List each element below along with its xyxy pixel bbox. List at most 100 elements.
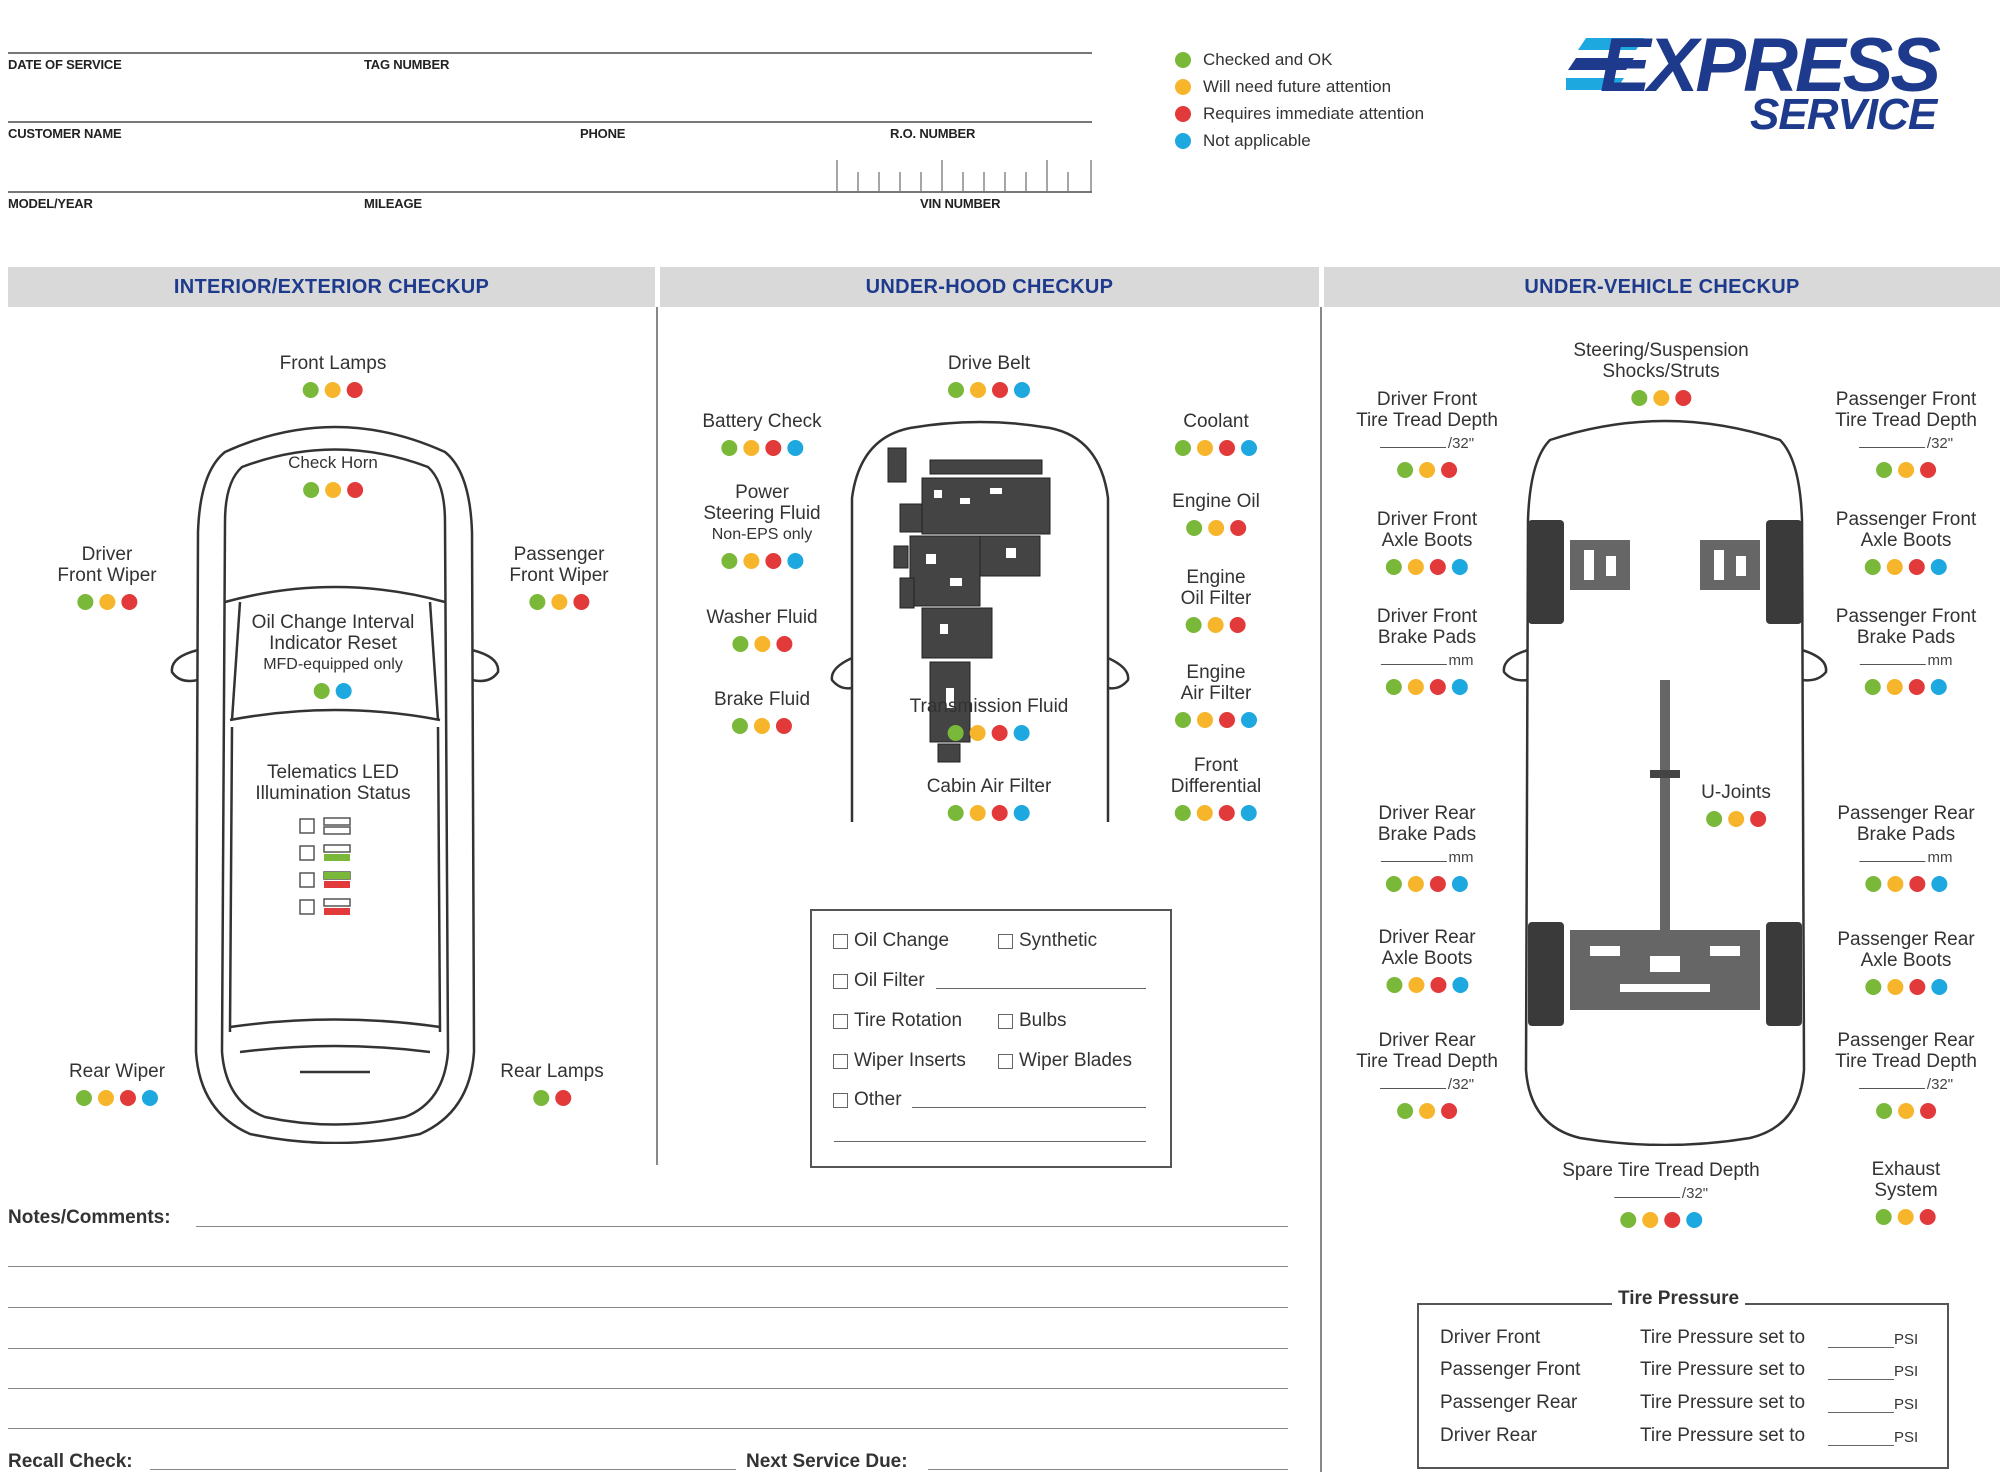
immediate-dot-icon[interactable] — [1664, 1211, 1680, 1228]
immediate-dot-icon[interactable] — [119, 1089, 136, 1106]
na-dot-icon[interactable] — [1241, 439, 1257, 456]
na-dot-icon[interactable] — [1931, 558, 1947, 575]
ok-dot-icon[interactable] — [1706, 810, 1722, 827]
na-dot-icon[interactable] — [336, 682, 352, 699]
na-dot-icon[interactable] — [1013, 724, 1030, 741]
na-dot-icon[interactable] — [1686, 1211, 1702, 1228]
tire-pressure-input-line[interactable] — [1828, 1347, 1894, 1348]
ok-dot-icon[interactable] — [1631, 389, 1647, 406]
oil-filter-checkbox[interactable]: Oil Filter — [833, 970, 925, 992]
na-dot-icon[interactable] — [1452, 976, 1468, 993]
immediate-dot-icon[interactable] — [121, 593, 137, 610]
immediate-dot-icon[interactable] — [1750, 810, 1766, 827]
future-dot-icon[interactable] — [1407, 678, 1424, 695]
na-dot-icon[interactable] — [786, 552, 803, 569]
future-dot-icon[interactable] — [969, 724, 986, 741]
immediate-dot-icon[interactable] — [1430, 976, 1446, 993]
mileage-field[interactable]: MILEAGE — [364, 196, 422, 211]
future-dot-icon[interactable] — [1196, 804, 1213, 821]
na-dot-icon[interactable] — [1930, 875, 1947, 892]
future-dot-icon[interactable] — [753, 717, 770, 734]
tread-depth-input-line[interactable] — [1858, 447, 1925, 448]
na-dot-icon[interactable] — [1240, 804, 1257, 821]
future-dot-icon[interactable] — [551, 593, 567, 610]
future-dot-icon[interactable] — [99, 593, 115, 610]
vin-number-field[interactable]: VIN NUMBER — [920, 196, 1001, 211]
ok-dot-icon[interactable] — [1397, 461, 1413, 478]
phone-field[interactable]: PHONE — [580, 126, 626, 141]
future-dot-icon[interactable] — [1419, 461, 1435, 478]
notes-line[interactable] — [8, 1348, 1288, 1349]
immediate-dot-icon[interactable] — [1429, 875, 1446, 892]
wiper-blades-checkbox[interactable]: Wiper Blades — [998, 1050, 1132, 1072]
ok-dot-icon[interactable] — [947, 724, 964, 741]
ok-dot-icon[interactable] — [314, 682, 330, 699]
ok-dot-icon[interactable] — [75, 1089, 92, 1106]
other-line[interactable] — [912, 1107, 1146, 1108]
notes-line[interactable] — [8, 1388, 1288, 1389]
immediate-dot-icon[interactable] — [573, 593, 589, 610]
tread-depth-input-line[interactable] — [1379, 1088, 1446, 1089]
immediate-dot-icon[interactable] — [1429, 558, 1446, 575]
bulbs-checkbox[interactable]: Bulbs — [998, 1010, 1067, 1032]
synthetic-checkbox[interactable]: Synthetic — [998, 930, 1097, 952]
immediate-dot-icon[interactable] — [1429, 678, 1446, 695]
notes-line[interactable] — [196, 1226, 1288, 1227]
future-dot-icon[interactable] — [1898, 461, 1914, 478]
future-dot-icon[interactable] — [742, 552, 759, 569]
brake-pad-input-line[interactable] — [1380, 664, 1447, 665]
tag-number-field[interactable]: TAG NUMBER — [364, 57, 450, 72]
immediate-dot-icon[interactable] — [1908, 978, 1925, 995]
na-dot-icon[interactable] — [1013, 804, 1030, 821]
notes-line[interactable] — [8, 1266, 1288, 1267]
brake-pad-input-line[interactable] — [1380, 861, 1447, 862]
tire-rotation-checkbox[interactable]: Tire Rotation — [833, 1010, 962, 1032]
ok-dot-icon[interactable] — [1397, 1102, 1413, 1119]
ok-dot-icon[interactable] — [947, 804, 964, 821]
ok-dot-icon[interactable] — [529, 593, 545, 610]
tread-depth-input-line[interactable] — [1613, 1197, 1680, 1198]
ok-dot-icon[interactable] — [1174, 804, 1191, 821]
checkbox-icon[interactable] — [998, 1053, 1013, 1069]
ok-dot-icon[interactable] — [1385, 678, 1402, 695]
telematics-led-checkboxes[interactable] — [298, 815, 360, 920]
na-dot-icon[interactable] — [1451, 558, 1468, 575]
tread-depth-input-line[interactable] — [1858, 1088, 1925, 1089]
immediate-dot-icon[interactable] — [1441, 461, 1457, 478]
next-service-due-line[interactable] — [928, 1469, 1288, 1470]
na-dot-icon[interactable] — [1931, 678, 1947, 695]
immediate-dot-icon[interactable] — [775, 717, 792, 734]
future-dot-icon[interactable] — [1653, 389, 1669, 406]
ok-dot-icon[interactable] — [720, 552, 737, 569]
ok-dot-icon[interactable] — [720, 439, 737, 456]
vin-boxes[interactable] — [836, 158, 1094, 194]
immediate-dot-icon[interactable] — [1675, 389, 1691, 406]
future-dot-icon[interactable] — [1407, 558, 1424, 575]
ok-dot-icon[interactable] — [303, 381, 319, 398]
future-dot-icon[interactable] — [1207, 616, 1224, 633]
tread-depth-input-line[interactable] — [1379, 447, 1446, 448]
wiper-inserts-checkbox[interactable]: Wiper Inserts — [833, 1050, 966, 1072]
immediate-dot-icon[interactable] — [1218, 804, 1235, 821]
ok-dot-icon[interactable] — [77, 593, 93, 610]
immediate-dot-icon[interactable] — [346, 481, 363, 498]
na-dot-icon[interactable] — [1451, 875, 1468, 892]
immediate-dot-icon[interactable] — [1441, 1102, 1457, 1119]
immediate-dot-icon[interactable] — [991, 724, 1008, 741]
other-line-2[interactable] — [834, 1141, 1146, 1142]
future-dot-icon[interactable] — [1898, 1208, 1914, 1225]
ok-dot-icon[interactable] — [1185, 616, 1202, 633]
immediate-dot-icon[interactable] — [1229, 616, 1246, 633]
ok-dot-icon[interactable] — [1864, 978, 1881, 995]
checkbox-icon[interactable] — [833, 973, 848, 989]
immediate-dot-icon[interactable] — [1229, 519, 1246, 536]
checkbox-icon[interactable] — [833, 1092, 848, 1108]
ok-dot-icon[interactable] — [1175, 711, 1191, 728]
future-dot-icon[interactable] — [1419, 1102, 1435, 1119]
na-dot-icon[interactable] — [786, 439, 803, 456]
brake-pad-input-line[interactable] — [1859, 664, 1926, 665]
future-dot-icon[interactable] — [754, 635, 770, 652]
na-dot-icon[interactable] — [1930, 978, 1947, 995]
future-dot-icon[interactable] — [1887, 678, 1903, 695]
na-dot-icon[interactable] — [1014, 381, 1030, 398]
